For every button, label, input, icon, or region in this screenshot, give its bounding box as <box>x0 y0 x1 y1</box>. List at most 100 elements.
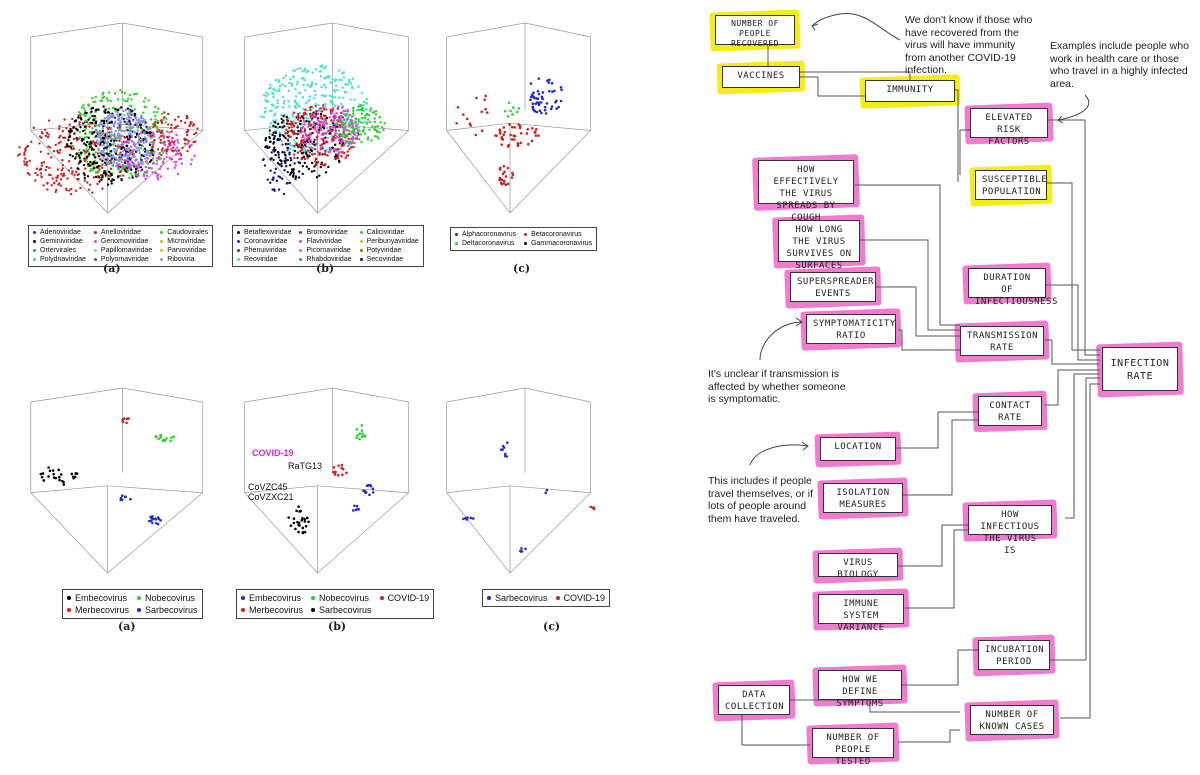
scatter-point <box>280 113 283 117</box>
scatter-point <box>319 64 322 68</box>
scatter-point <box>346 110 350 113</box>
scatter-point <box>121 98 125 101</box>
scatter-point <box>365 122 369 125</box>
scatter-point <box>116 111 120 114</box>
scatter-point <box>83 159 87 163</box>
scatter-point <box>132 162 136 165</box>
legend-label: Microviridae <box>167 238 206 245</box>
scatter-point <box>367 113 371 117</box>
scatter-point <box>148 141 152 145</box>
scatter-point <box>136 129 139 132</box>
scatter-point <box>90 110 93 113</box>
scatter-point <box>169 439 172 443</box>
scatter-point <box>516 144 520 148</box>
scatter-point <box>71 155 75 158</box>
scatter-point <box>314 110 317 113</box>
scatter-point <box>130 168 133 171</box>
scatter-point <box>373 135 376 138</box>
scatter-point <box>72 126 75 129</box>
scatter-point <box>303 157 307 161</box>
scatter-point <box>151 521 154 525</box>
scatter-point <box>308 106 312 109</box>
scatter-point <box>120 141 124 144</box>
scatter-point <box>120 144 124 147</box>
scatter-point <box>465 117 469 121</box>
scatter-point <box>120 116 123 119</box>
scatter-point <box>357 508 360 511</box>
scatter-point <box>139 169 143 172</box>
scatter-point <box>362 104 365 107</box>
scatter-point <box>129 129 132 132</box>
scatter-point <box>184 121 187 124</box>
scatter-point <box>102 121 106 125</box>
scatter-point <box>78 130 82 134</box>
scatter-point <box>97 170 100 173</box>
scatter-point <box>362 130 365 133</box>
box-immune-variance: IMMUNE SYSTEM VARIANCE <box>812 588 910 633</box>
scatter-point <box>296 112 300 116</box>
legend-marker <box>241 596 245 600</box>
scatter-point <box>123 161 127 164</box>
scatter-point <box>318 123 321 127</box>
scatter-point <box>111 138 115 141</box>
legend-label: Polyomaviridae <box>100 256 149 263</box>
scatter-point <box>510 125 514 129</box>
scatter-point <box>98 136 102 139</box>
scatter-point <box>341 121 345 124</box>
scatter-point <box>36 173 39 177</box>
scatter-point <box>153 150 156 154</box>
scatter-point <box>290 129 293 132</box>
scatter-point <box>163 140 166 144</box>
scatter-point <box>316 112 320 116</box>
scatter-point <box>42 479 46 482</box>
scatter-point <box>334 157 337 161</box>
scatter-point <box>319 70 322 73</box>
box-symptomaticity: SYMPTOMATICITY RATIO <box>800 308 902 351</box>
scatter-point <box>139 147 143 150</box>
scatter-point <box>296 124 300 127</box>
scatter-point <box>343 122 347 125</box>
legend-marker <box>311 608 316 612</box>
scatter-point <box>67 129 71 133</box>
scatter-point <box>123 91 126 95</box>
scatter-point <box>116 146 119 150</box>
scatter-point <box>168 143 171 147</box>
legend-item: Deltacoronavirus <box>455 239 516 248</box>
scatter-point <box>100 150 104 154</box>
scatter-point <box>58 478 61 482</box>
legend-item: Rhabdoviridae <box>299 255 352 264</box>
legend-item: Coronaviridae <box>237 237 291 246</box>
scatter-point <box>147 99 150 102</box>
scatter-point <box>361 432 364 435</box>
scatter-point <box>348 130 351 133</box>
scatter-point <box>508 123 512 126</box>
legend-marker <box>160 249 164 252</box>
scatter-point <box>300 127 303 130</box>
scatter-point <box>23 153 26 157</box>
scatter-point <box>133 148 136 151</box>
scatter-point <box>112 160 116 163</box>
scatter-point <box>324 119 328 122</box>
scatter-point <box>375 135 379 138</box>
scatter-point <box>68 189 71 192</box>
scatter-point <box>302 141 305 145</box>
scatter-point <box>328 150 332 154</box>
scatter-point <box>373 120 377 124</box>
scatter-point <box>336 107 340 110</box>
scatter-point <box>128 119 131 122</box>
scatter-point <box>160 121 164 125</box>
scatter-point <box>360 429 364 432</box>
scatter-point <box>305 120 308 123</box>
scatter-point <box>127 109 131 112</box>
scatter-point <box>104 163 108 167</box>
scatter-point <box>104 160 108 163</box>
scatter-point <box>120 168 124 171</box>
scatter-point <box>286 142 290 146</box>
scatter-point <box>142 172 146 176</box>
scatter-point <box>142 111 145 114</box>
scatter-point <box>40 161 44 165</box>
scatter-point <box>173 160 176 164</box>
scatter-point <box>314 163 318 166</box>
scatter-point <box>61 158 64 162</box>
